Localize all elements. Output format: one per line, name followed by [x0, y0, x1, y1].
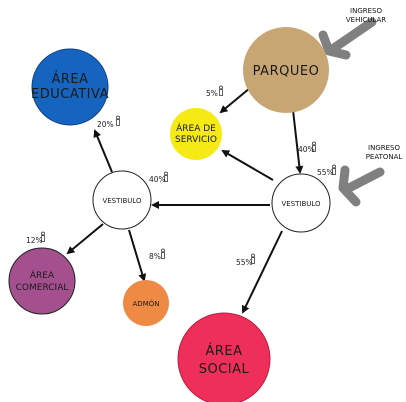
parqueo-node: PARQUEO — [243, 27, 329, 113]
area-social-label-1: ÁREA — [205, 343, 242, 359]
pct-vestibulo-right-label: 55% — [317, 168, 334, 177]
admon-node: ADMÓN — [123, 280, 169, 326]
pct-vestibulo-right: 55% — [317, 164, 336, 177]
vestibulo-right-label: VESTIBULO — [281, 200, 321, 208]
pct-vestibulo-left: 40% — [149, 171, 168, 184]
parqueo-label: PARQUEO — [253, 64, 320, 79]
area-comercial-node: ÁREA COMERCIAL — [8, 247, 76, 315]
ingreso-peatonal-label-2: PEATONAL — [366, 153, 403, 161]
pct-vestibulo-left-label: 40% — [149, 175, 166, 184]
person-icon — [41, 231, 45, 242]
area-servicio-node: ÁREA DE SERVICIO — [170, 108, 222, 160]
pct-educativa-label: 20% — [97, 120, 114, 129]
pct-comercial-label: 12% — [26, 236, 43, 245]
area-comercial-label-1: ÁREA — [30, 269, 55, 281]
arrow-vestibulo-to-servicio — [221, 149, 274, 181]
arrow-vestibulo-to-educativa — [93, 129, 113, 173]
area-educativa-label-2: EDUCATIVA — [31, 87, 109, 102]
ingreso-vehicular-label-1: INGRESO — [350, 7, 382, 15]
arrow-vestibulo-to-social — [241, 230, 283, 314]
ingreso-peatonal-label-1: INGRESO — [368, 144, 400, 152]
person-icon — [312, 141, 316, 152]
area-servicio-label-1: ÁREA DE — [176, 122, 216, 134]
person-icon — [116, 115, 120, 126]
pct-educativa: 20% — [97, 115, 120, 129]
pct-admon: 8% — [149, 248, 165, 261]
person-icon — [164, 171, 168, 182]
arrow-vestibulo-to-admon — [128, 229, 147, 282]
person-icon — [161, 248, 165, 259]
arrow-parqueo-to-vestibulo — [292, 109, 304, 174]
area-comercial-label-2: COMERCIAL — [16, 283, 69, 293]
pct-servicio-label: 5% — [206, 89, 218, 98]
person-icon — [332, 164, 336, 175]
pct-admon-label: 8% — [149, 252, 161, 261]
ingreso-vehicular-label-2: VEHICULAR — [346, 16, 386, 24]
admon-label: ADMÓN — [133, 299, 160, 308]
vestibulo-right-node: VESTIBULO — [271, 173, 331, 233]
pct-parqueo-vestibulo-label: 40% — [298, 145, 315, 154]
person-icon — [219, 85, 223, 96]
arrow-vestibulo-to-comercial — [66, 223, 104, 255]
peatonal-entrance-arrow-icon — [338, 165, 385, 207]
pct-social: 55% — [236, 253, 255, 267]
person-icon — [251, 253, 255, 264]
pct-servicio: 5% — [206, 85, 223, 98]
vestibulo-left-label: VESTIBULO — [102, 197, 142, 205]
area-educativa-label-1: ÁREA — [51, 71, 88, 87]
pct-social-label: 55% — [236, 258, 253, 267]
pct-parqueo-vestibulo: 40% — [298, 141, 316, 154]
pct-comercial: 12% — [26, 231, 45, 245]
area-social-node: ÁREA SOCIAL — [177, 312, 271, 402]
arrow-parqueo-to-servicio — [219, 87, 251, 114]
vehicular-entrance-arrow-icon — [318, 17, 377, 60]
area-educativa-node: ÁREA EDUCATIVA — [31, 48, 109, 126]
area-social-label-2: SOCIAL — [199, 362, 250, 377]
area-servicio-label-2: SERVICIO — [175, 135, 217, 145]
vestibulo-left-node: VESTIBULO — [92, 170, 152, 230]
